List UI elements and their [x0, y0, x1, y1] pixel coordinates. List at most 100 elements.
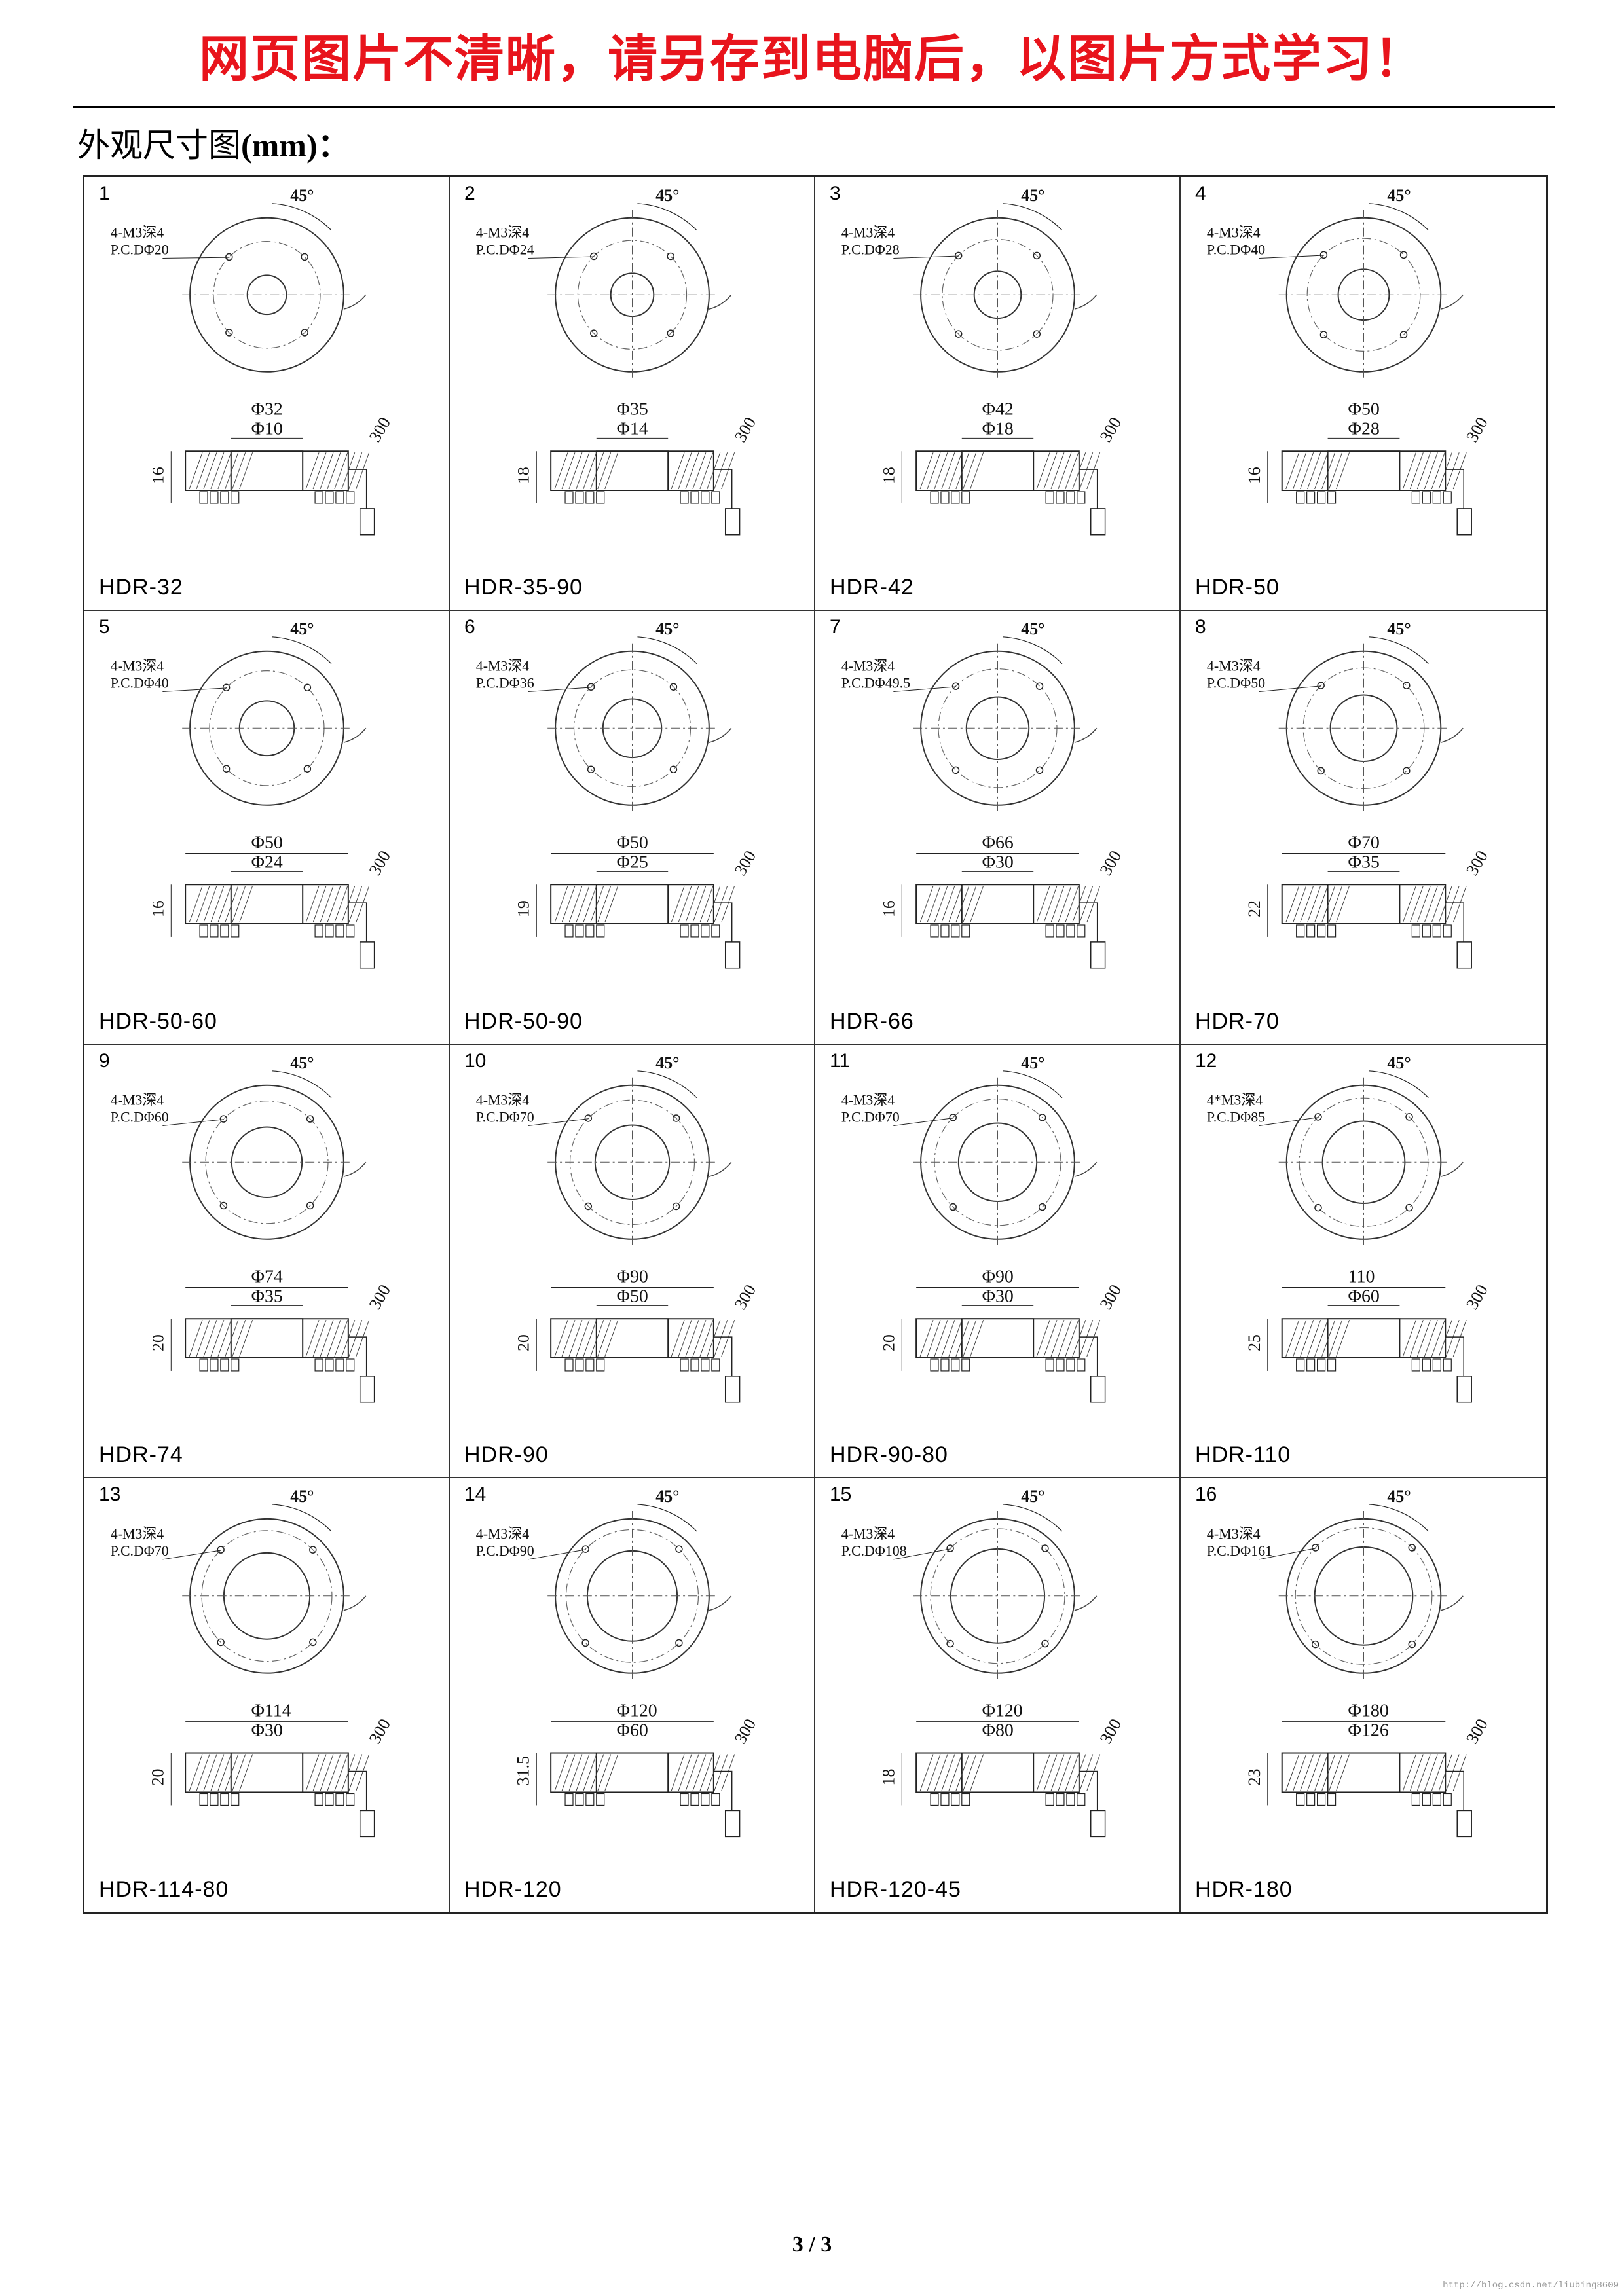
hatch-line	[927, 1319, 941, 1357]
inner-diameter: Φ50	[617, 1286, 648, 1306]
pcd-circle	[942, 239, 1054, 351]
hatch-line	[1431, 1319, 1445, 1357]
led	[1066, 1358, 1075, 1372]
led	[585, 491, 595, 504]
height-label: 16	[1245, 467, 1264, 484]
led	[951, 1358, 960, 1372]
cell-number: 2	[464, 183, 475, 204]
connector	[724, 1810, 741, 1837]
cable-side	[348, 1770, 367, 1811]
screw-spec: 4-M3深4	[476, 658, 529, 674]
hatch-line	[1329, 886, 1343, 923]
height-label: 20	[879, 1334, 898, 1351]
ring-section-bore	[230, 884, 304, 925]
hatch-line	[239, 1754, 253, 1791]
cell-number: 10	[464, 1049, 487, 1072]
hatch-line	[1314, 452, 1329, 490]
hatch-line	[576, 1754, 590, 1791]
pcd-label: P.C.DΦ60	[111, 1108, 169, 1125]
cable-top	[343, 294, 367, 310]
hatch-line	[1321, 1319, 1336, 1357]
hatch-line	[707, 452, 721, 490]
angle-arc	[1369, 636, 1429, 665]
hatch-line	[1079, 1319, 1094, 1357]
angle-label: 45°	[1021, 186, 1044, 205]
outer-diameter: Φ74	[251, 1266, 283, 1286]
hatch-line	[678, 452, 692, 490]
hatch-line	[554, 1319, 568, 1357]
screw-hole	[1033, 251, 1041, 260]
screw-hole	[1320, 331, 1328, 338]
outer-diameter: Φ114	[251, 1700, 291, 1721]
led	[1411, 1793, 1420, 1806]
hatch-line	[341, 1754, 356, 1791]
screw-hole	[584, 1114, 593, 1122]
screw-hole	[587, 683, 595, 691]
hatch-line	[1086, 452, 1101, 490]
hatch-line	[1050, 1754, 1065, 1791]
screw-spec: 4-M3深4	[476, 1525, 529, 1542]
hatch-line	[934, 1319, 948, 1357]
height-label: 31.5	[513, 1756, 532, 1785]
inner-diameter: Φ60	[617, 1720, 648, 1740]
screw-hole	[672, 1114, 680, 1122]
led	[231, 1358, 240, 1372]
led	[711, 1793, 720, 1806]
hatch-line	[707, 1319, 721, 1357]
led	[1045, 924, 1054, 938]
screw-hole	[1038, 1113, 1046, 1121]
hatch-line	[1065, 452, 1079, 490]
cell-number: 6	[464, 616, 475, 638]
hatch-line	[203, 886, 217, 923]
hatch-line	[305, 1754, 320, 1791]
connector	[359, 1810, 375, 1837]
angle-label: 45°	[1021, 1487, 1044, 1506]
ring-section-bore	[961, 1752, 1035, 1793]
connector	[1456, 1375, 1472, 1402]
leader-line	[893, 1117, 954, 1126]
led	[575, 924, 584, 938]
hatch-line	[1402, 452, 1416, 490]
ring-section-bore	[595, 1752, 669, 1793]
connector	[724, 508, 741, 536]
pcd-label: P.C.DΦ49.5	[841, 675, 910, 691]
led	[1045, 1358, 1054, 1372]
screw-hole	[1403, 767, 1411, 775]
cable-top	[343, 1595, 367, 1611]
hatch-line	[576, 452, 590, 490]
led	[940, 1793, 950, 1806]
led	[210, 491, 219, 504]
cable-side	[348, 1336, 367, 1376]
screw-hole	[1033, 330, 1041, 338]
hatch-line	[196, 1319, 210, 1357]
hatch-line	[590, 886, 604, 923]
led	[1422, 491, 1431, 504]
model-label: HDR-70	[1195, 1008, 1280, 1034]
led	[711, 924, 720, 938]
hatch-line	[597, 452, 612, 490]
leader-line	[528, 1118, 589, 1126]
inner-diameter: Φ80	[982, 1720, 1014, 1740]
height-label: 22	[1245, 900, 1264, 917]
pcd-label: P.C.DΦ70	[111, 1542, 169, 1559]
hatch-line	[1438, 1754, 1452, 1791]
cable-side	[1445, 902, 1464, 943]
hatch-line	[1072, 1754, 1086, 1791]
hatch-line	[1043, 1754, 1058, 1791]
led	[711, 491, 720, 504]
screw-hole	[303, 765, 312, 773]
section-title: 外观尺寸图(mm)：	[77, 119, 350, 166]
screw-spec: 4-M3深4	[841, 225, 895, 241]
led	[1443, 1358, 1452, 1372]
inner-diameter: Φ30	[982, 852, 1014, 873]
connector	[724, 1375, 741, 1402]
hatch-line	[1445, 886, 1460, 923]
cable-side	[1445, 1336, 1464, 1376]
